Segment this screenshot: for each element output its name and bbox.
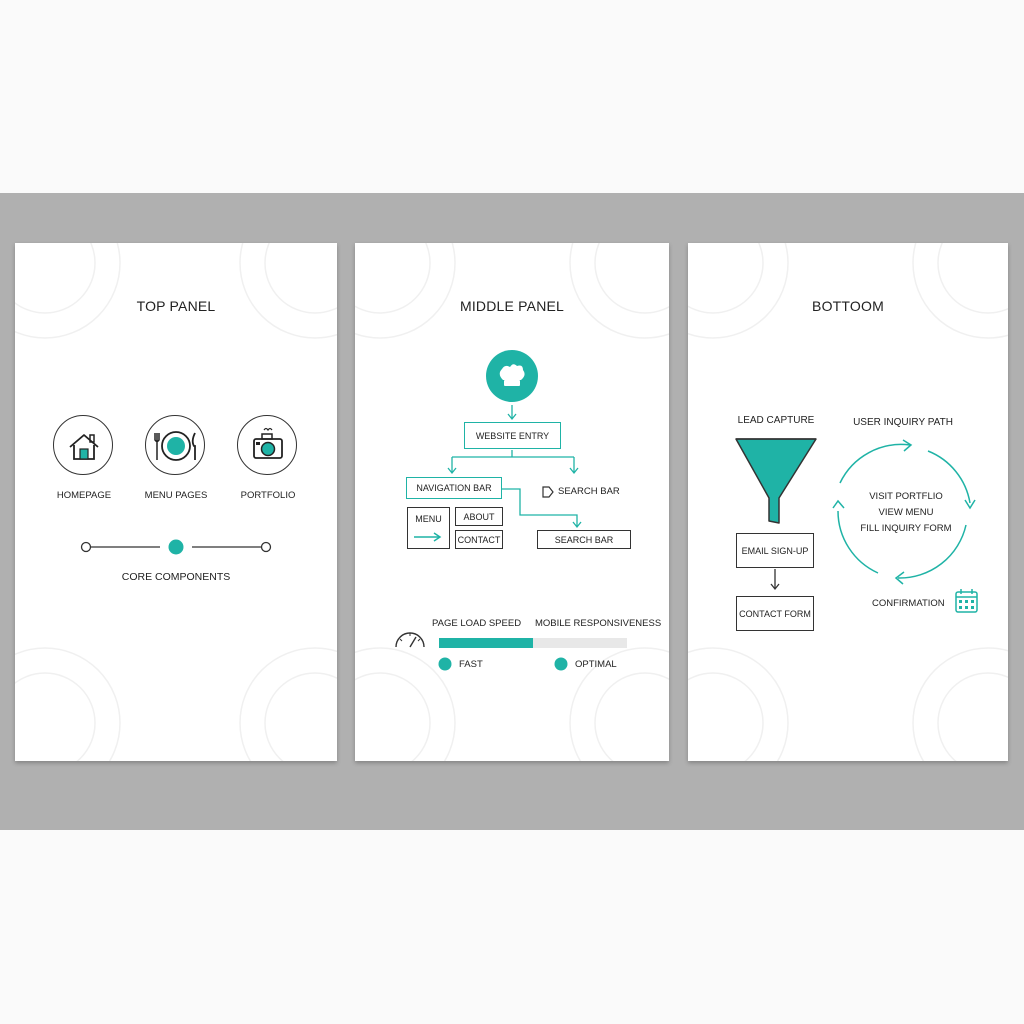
panel-title: MIDDLE PANEL [459,298,565,314]
email-signup-box[interactable]: EMAIL SIGN-UP [736,533,814,568]
lead-capture-label: LEAD CAPTURE [737,415,815,426]
cycle-step: VISIT PORTFLIO [869,491,943,502]
flow-connectors [447,405,582,529]
item-label: MENU PAGES [144,490,208,501]
fast-label: FAST [459,659,483,670]
speed-progress-fill [439,638,533,648]
top-panel: TOP PANEL HOMEPAGE MENU PAGES PORTFOLIO [15,243,337,761]
cycle-step: VIEW MENU [878,507,934,518]
plate-cutlery-icon[interactable] [145,415,205,475]
panel-title: BOTTOOM [812,298,884,314]
decorative-circles [15,243,337,761]
cycle-step: FILL INQUIRY FORM [860,523,952,534]
arrow-down-icon [770,569,780,591]
chef-hat-icon [486,350,538,402]
optimal-label: OPTIMAL [575,659,617,670]
item-label: HOMEPAGE [56,490,112,501]
speed-progress-track [439,638,627,648]
cycle-arrows-icon [832,439,976,585]
middle-panel: MIDDLE PANEL WEBSITE ENTRY NAVIGATION BA… [355,243,669,761]
menu-label: MENU [415,514,442,524]
arrow-right-icon [414,532,442,542]
inquiry-path-label: USER INQUIRY PATH [853,417,953,428]
confirmation-label: CONFIRMATION [872,598,945,609]
item-label: PORTFOLIO [240,490,296,501]
funnel-icon [735,438,817,524]
core-components-label: CORE COMPONENTS [121,571,231,583]
core-slider[interactable] [15,243,337,761]
contact-box[interactable]: CONTACT [455,530,503,549]
optimal-dot-icon [554,657,568,671]
about-box[interactable]: ABOUT [455,507,503,526]
search-bar-box[interactable]: SEARCH BAR [537,530,631,549]
menu-box[interactable]: MENU [407,507,450,549]
bottom-panel: BOTTOOM LEAD CAPTURE EMAIL SIGN-UP CONTA… [688,243,1008,761]
page-load-speed-label: PAGE LOAD SPEED [432,618,522,629]
camera-icon[interactable] [237,415,297,475]
mobile-responsiveness-label: MOBILE RESPONSIVENESS [535,618,662,629]
navigation-bar-box[interactable]: NAVIGATION BAR [406,477,502,499]
decorative-circles [355,243,669,761]
panel-title: TOP PANEL [136,298,216,314]
speedometer-icon [395,632,425,648]
fast-dot-icon [438,657,452,671]
contact-form-box[interactable]: CONTACT FORM [736,596,814,631]
decorative-circles [688,243,1008,761]
calendar-icon [955,589,978,613]
house-icon[interactable] [53,415,113,475]
tag-icon [542,486,554,498]
website-entry-box[interactable]: WEBSITE ENTRY [464,422,561,449]
search-bar-tag: SEARCH BAR [558,486,620,497]
